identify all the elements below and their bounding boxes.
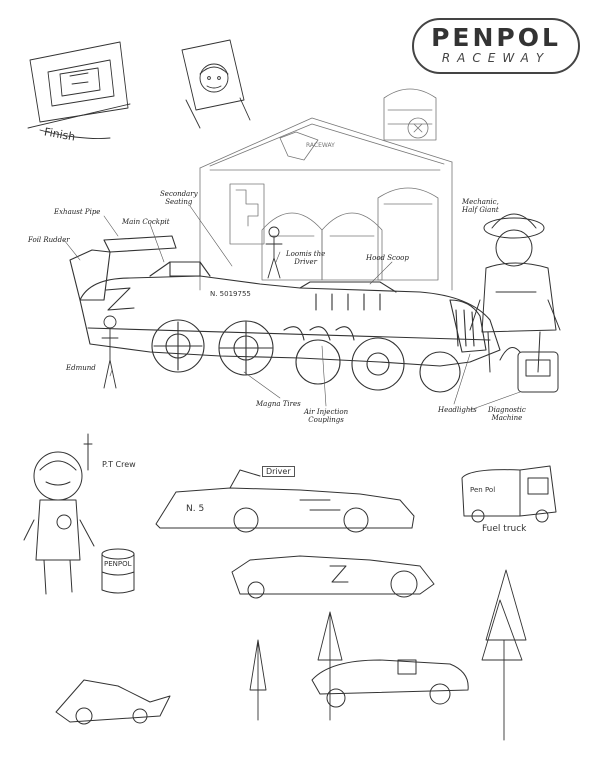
logo-title: PENPOL xyxy=(431,23,561,52)
driver-closeup-sketch xyxy=(181,39,251,129)
fuel-truck-text: Fuel truck xyxy=(482,524,527,534)
race-car xyxy=(69,235,501,393)
tree-icon xyxy=(249,569,527,741)
logo-badge: PENPOL RACEWAY xyxy=(412,18,584,78)
label-diagnostic-machine: Diagnostic Machine xyxy=(488,406,526,422)
edmund-figure xyxy=(101,315,119,389)
label-mechanic-line2: Half Giant xyxy=(462,206,499,214)
label-diagnostic-line1: Diagnostic xyxy=(488,406,526,414)
barrel-text: PENPOL xyxy=(104,560,132,568)
race-car-side-view-2 xyxy=(231,555,435,599)
logo-frame xyxy=(412,18,580,74)
garage-building xyxy=(199,88,453,291)
label-air-injection: Air Injection Couplings xyxy=(304,408,348,424)
label-loomis-line1: Loomis the xyxy=(286,250,326,258)
label-air-injection-line2: Couplings xyxy=(308,416,344,424)
finish-line-sketch xyxy=(27,41,131,139)
building-sign-text: RACEWAY xyxy=(306,142,335,149)
label-edmund: Edmund xyxy=(66,364,96,372)
label-secondary-seating-line2: Seating xyxy=(165,198,193,206)
label-loomis-line2: Driver xyxy=(294,258,317,266)
label-secondary-seating-line1: Secondary xyxy=(160,190,198,198)
crashed-car-sketch xyxy=(55,679,171,725)
label-leader-lines xyxy=(63,205,521,411)
pit-crew-text: P.T Crew xyxy=(102,460,136,469)
label-exhaust-pipe: Exhaust Pipe xyxy=(54,208,101,216)
label-mechanic-line1: Mechanic, xyxy=(462,198,499,206)
car-side-number-text: N. 5 xyxy=(186,504,205,514)
label-secondary-seating: Secondary Seating xyxy=(160,190,198,206)
label-headlights: Headlights xyxy=(438,406,477,414)
jumping-race-car xyxy=(311,659,469,708)
driver-figure xyxy=(265,226,283,279)
fuel-truck xyxy=(461,465,557,523)
label-diagnostic-line2: Machine xyxy=(491,414,523,422)
mechanic-figure xyxy=(469,213,561,393)
truck-brand-text: Pen Pol xyxy=(470,486,496,494)
car-number-text: N. 5019755 xyxy=(210,290,251,298)
label-loomis: Loomis the Driver xyxy=(286,250,325,266)
race-car-side-view xyxy=(155,469,415,533)
pit-crew-figure xyxy=(23,433,135,595)
logo-subtitle: RACEWAY xyxy=(441,51,551,65)
label-mechanic: Mechanic, Half Giant xyxy=(462,198,499,214)
label-hood-scoop: Hood Scoop xyxy=(366,254,409,262)
driver-box-text: Driver xyxy=(262,466,295,477)
label-main-cockpit: Main Cockpit xyxy=(122,218,170,226)
label-foil-rudder: Foil Rudder xyxy=(28,236,70,244)
label-magna-tires: Magna Tires xyxy=(256,400,301,408)
label-air-injection-line1: Air Injection xyxy=(304,408,349,416)
